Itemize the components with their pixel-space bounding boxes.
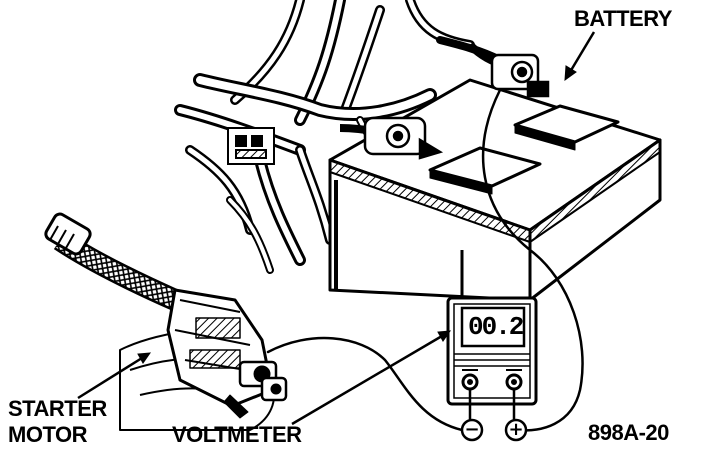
figure-id-label: 898A-20	[588, 420, 669, 445]
lead-terminals	[460, 418, 528, 442]
battery-icon	[328, 78, 662, 302]
negative-terminal-symbol: −	[464, 419, 480, 440]
starter-label: STARTER	[8, 396, 107, 421]
harness-connector-icon	[227, 127, 275, 165]
voltmeter-label: VOLTMETER	[172, 422, 302, 447]
battery-label: BATTERY	[574, 6, 672, 31]
voltmeter-callout-arrow	[291, 330, 452, 426]
starter-motor-icon	[44, 212, 288, 431]
voltmeter-icon	[446, 296, 538, 406]
positive-lead-terminal-icon	[504, 418, 528, 442]
battery-negative-terminal-icon	[339, 116, 444, 160]
motor-label: MOTOR	[8, 422, 87, 447]
starter-callout-arrow	[77, 352, 152, 400]
negative-lead-terminal-icon	[460, 418, 484, 442]
test-leads	[266, 88, 584, 432]
voltmeter-readout: 00.2	[468, 312, 524, 342]
negative-test-lead	[266, 336, 464, 432]
battery-positive-terminal-icon	[467, 42, 550, 98]
battery-callout-arrow	[564, 31, 596, 82]
positive-terminal-symbol: +	[508, 419, 524, 440]
positive-test-lead	[481, 88, 584, 432]
